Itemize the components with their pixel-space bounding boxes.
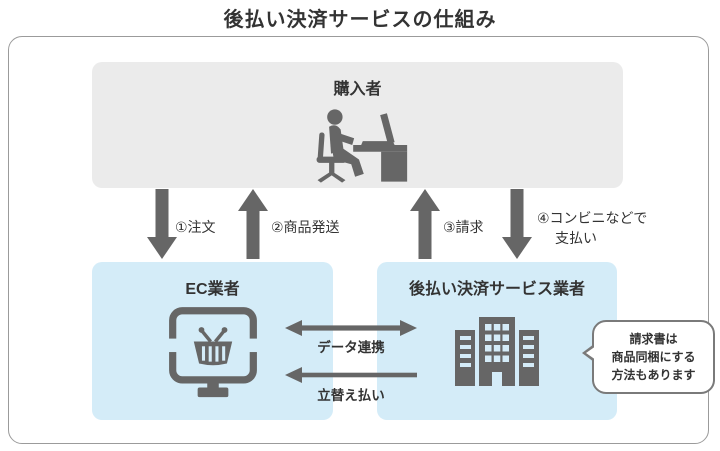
buyer-label: 購入者 — [333, 81, 382, 98]
payment-arrow-label-line1: ④コンビニなどで — [537, 210, 648, 226]
payment-arrow-label: ④コンビニなどで 支払い — [537, 208, 647, 248]
invoice-arrow-label: ③請求 — [443, 219, 484, 235]
reimbursement-label: 立替え払い — [317, 388, 385, 403]
invoice-arrow-up — [410, 189, 440, 259]
payment-arrow-label-line2: 支払い — [555, 230, 597, 246]
shipping-arrow-up — [238, 189, 268, 259]
diagram-title: 後払い決済サービスの仕組み — [223, 9, 497, 31]
person-at-desk-icon — [305, 106, 411, 184]
bnpl-box: 後払い決済サービス業者 — [377, 262, 617, 420]
data-link-label: データ連携 — [317, 340, 385, 355]
reimbursement-arrow — [285, 367, 417, 383]
monitor-basket-icon — [165, 303, 261, 403]
buyer-box: 購入者 — [92, 62, 623, 188]
ec-label: EC業者 — [185, 281, 240, 298]
payment-arrow-down — [502, 189, 532, 259]
bnpl-label: 後払い決済サービス業者 — [408, 281, 585, 298]
shipping-arrow-label: ②商品発送 — [271, 219, 340, 235]
bubble-line2: 商品同梱にする — [611, 350, 696, 364]
ec-box: EC業者 — [92, 262, 333, 420]
data-link-arrow — [285, 320, 417, 336]
buildings-icon — [447, 315, 547, 387]
bubble-line3: 方法もあります — [611, 368, 696, 382]
order-arrow-label: ①注文 — [175, 219, 216, 235]
invoice-note-bubble: 請求書は 商品同梱にする 方法もあります — [582, 320, 715, 394]
order-arrow-down — [147, 189, 177, 259]
bubble-line1: 請求書は — [629, 332, 678, 346]
